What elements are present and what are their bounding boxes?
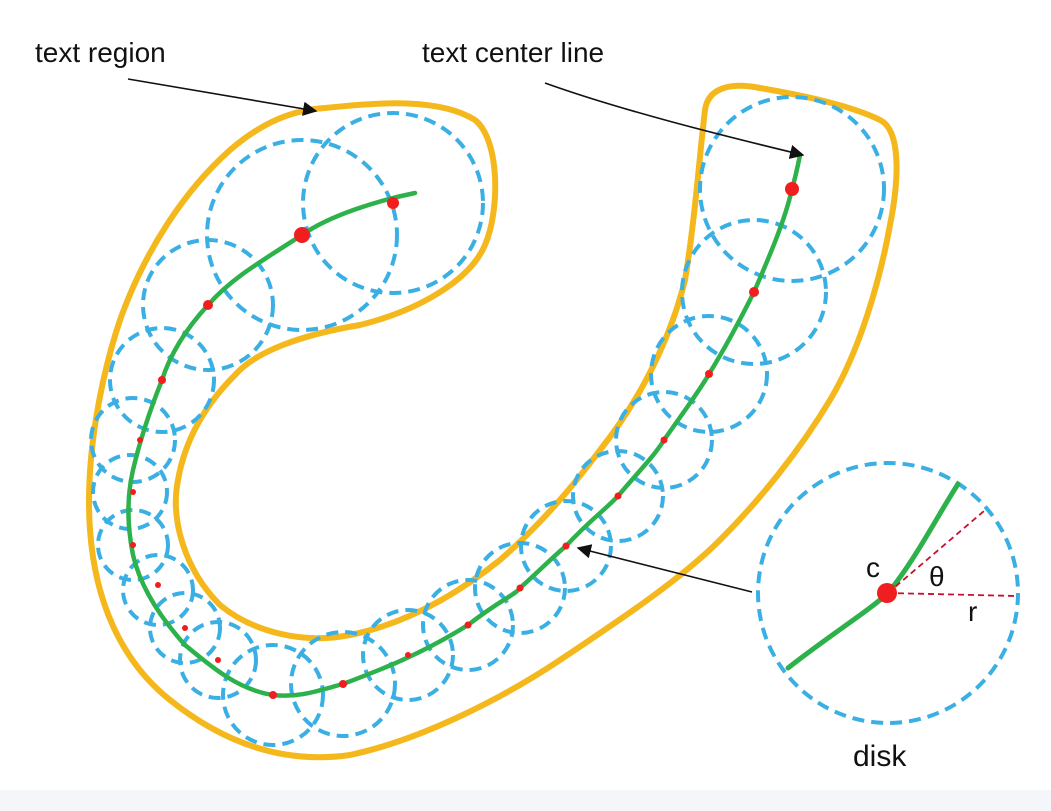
center-point-14 — [464, 621, 472, 629]
center-point-5 — [137, 437, 143, 443]
disk-detail — [756, 461, 1020, 725]
disk-1 — [301, 111, 485, 295]
center-point-1 — [387, 197, 399, 209]
center-point-3 — [203, 300, 213, 310]
disk-21 — [698, 95, 886, 283]
disk-10 — [178, 620, 258, 700]
disk-pointer-arrow — [576, 544, 753, 593]
disk-2 — [205, 138, 399, 332]
disk-center-point — [877, 583, 897, 603]
disk-8 — [121, 553, 195, 627]
center-points — [130, 182, 799, 699]
disk-12 — [289, 630, 397, 738]
center-point-8 — [155, 582, 161, 588]
center-point-19 — [705, 370, 713, 378]
text-representation-diagram: text region text center line c θ r disk — [35, 37, 1020, 773]
center-point-11 — [269, 691, 277, 699]
disk-7 — [96, 508, 170, 582]
disk-5 — [89, 396, 177, 484]
disk-14 — [421, 578, 515, 672]
text-region-arrow — [127, 78, 318, 116]
disk-9 — [148, 591, 222, 665]
theta-angle-line — [887, 510, 985, 594]
center-point-20 — [749, 287, 759, 297]
center-point-7 — [130, 542, 136, 548]
center-point-2 — [294, 227, 310, 243]
center-point-17 — [614, 492, 622, 500]
disk-detail-circle — [756, 461, 1020, 725]
disk-11 — [221, 643, 325, 747]
center-point-18 — [660, 436, 668, 444]
bottom-strip — [0, 790, 1051, 811]
text-center-line-label: text center line — [422, 37, 604, 68]
disk-4 — [108, 326, 216, 434]
theta-label: θ — [929, 561, 945, 592]
center-point-10 — [215, 657, 221, 663]
radius-line — [887, 592, 1018, 597]
radius-label: r — [968, 596, 977, 627]
center-point-9 — [182, 625, 188, 631]
text-center-line-arrow — [544, 82, 805, 159]
center-point-12 — [339, 680, 347, 688]
text-region-label: text region — [35, 37, 166, 68]
center-point-6 — [130, 489, 136, 495]
disk-chain — [89, 95, 886, 747]
disk-13 — [361, 608, 455, 702]
center-point-16 — [562, 542, 570, 550]
center-point-13 — [405, 652, 411, 658]
disk-16 — [519, 499, 613, 593]
disk-20 — [680, 218, 828, 366]
disk-3 — [141, 238, 275, 372]
center-point-21 — [785, 182, 799, 196]
disk-19 — [649, 314, 769, 434]
center-point-4 — [158, 376, 166, 384]
disk-18 — [614, 390, 714, 490]
center-label: c — [866, 552, 880, 583]
disk-label: disk — [853, 740, 907, 773]
text-region-outline — [86, 82, 900, 761]
center-point-15 — [516, 584, 524, 592]
